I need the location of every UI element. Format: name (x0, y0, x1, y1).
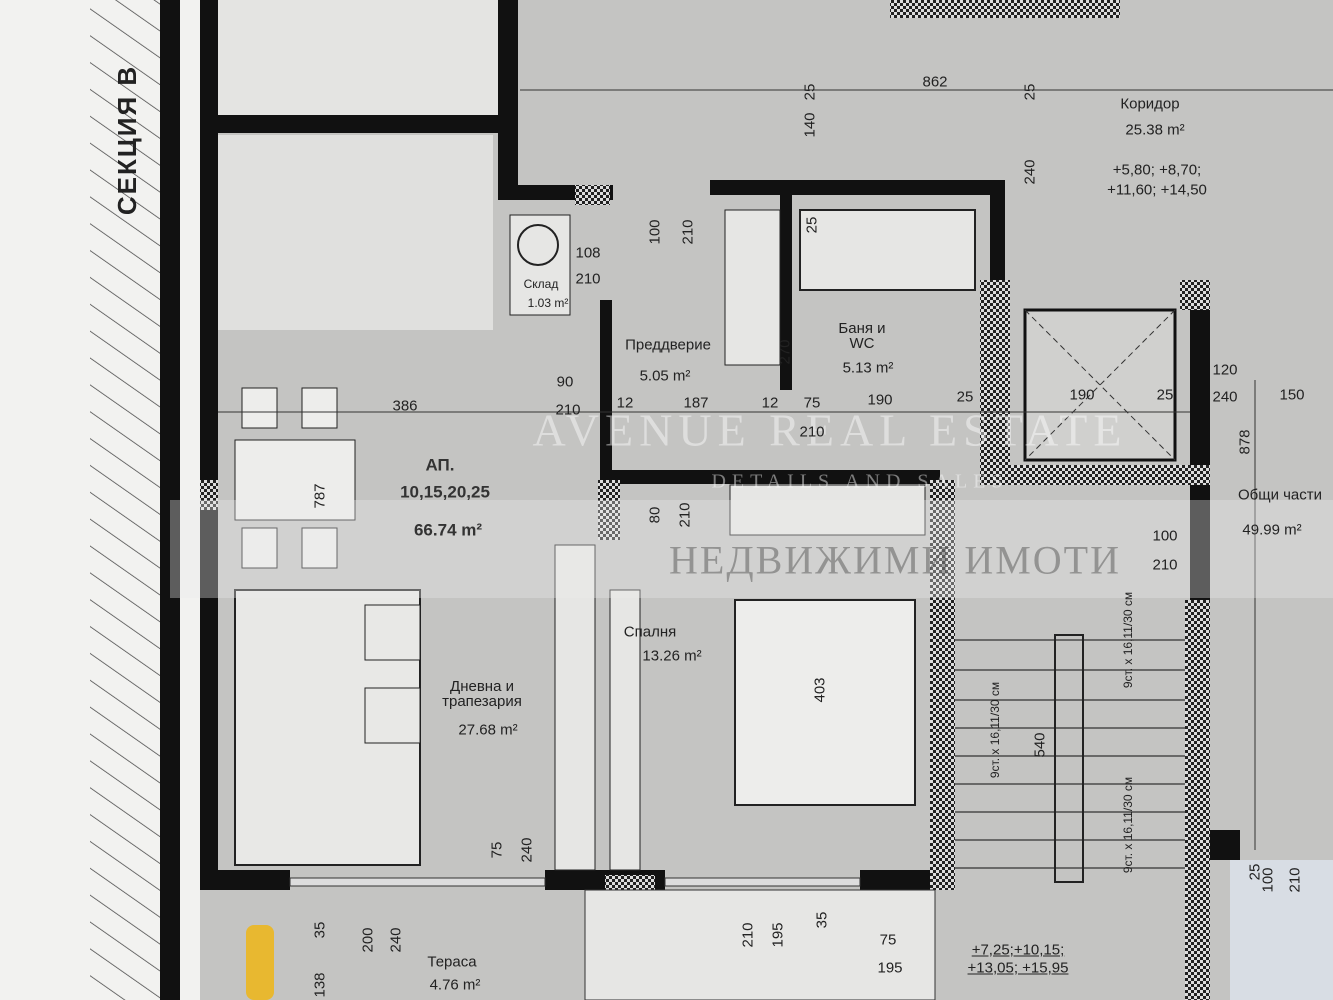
stair-levels-1: +7,25;+10,15; (971, 941, 1065, 959)
dim-195: 195 (877, 959, 903, 977)
washing-machine (517, 224, 559, 266)
dim-35: 35 (311, 921, 329, 939)
room-area-corridor: 25.38 m² (1125, 121, 1185, 139)
room-name-bathroom: Баня и WC (838, 320, 886, 352)
dim-187: 187 (683, 394, 709, 412)
staircase (955, 639, 1185, 869)
dim-210: 210 (799, 423, 825, 441)
dim-787: 787 (311, 483, 329, 509)
dim-25: 25 (1156, 386, 1174, 404)
room-area-terrace: 4.76 m² (429, 976, 481, 994)
dim-270: 270 (776, 339, 794, 365)
dim-200: 200 (359, 927, 377, 953)
stair-levels-2: +13,05; +15,95 (967, 959, 1069, 977)
room-name-common: Общи части (1237, 486, 1323, 504)
dim-75: 75 (879, 931, 897, 949)
watermark-band (170, 500, 1333, 598)
wardrobe-bedroom (729, 484, 926, 536)
dim-75: 75 (488, 841, 506, 859)
dim-100: 100 (1259, 867, 1277, 893)
dim-100: 100 (646, 219, 664, 245)
hatched-facade (90, 0, 160, 1000)
dim-12: 12 (761, 394, 779, 412)
apartment-label: АП. (425, 455, 455, 475)
dim-210: 210 (679, 219, 697, 245)
dim-190: 190 (1069, 386, 1095, 404)
dim-140: 140 (801, 112, 819, 138)
dim-108: 108 (575, 244, 601, 262)
dim-386: 386 (392, 397, 418, 415)
dim-210: 210 (1286, 867, 1304, 893)
room-name-corridor: Коридор (1120, 95, 1180, 113)
dim-90: 90 (556, 373, 574, 391)
dim-138: 138 (311, 972, 329, 998)
dining-table (234, 439, 356, 521)
watermark-line2: DETAILS AND SALES (711, 470, 1009, 493)
dim-210: 210 (575, 270, 601, 288)
room-name-terrace: Тераса (427, 953, 477, 971)
dim-210: 210 (555, 401, 581, 419)
dim-150: 150 (1279, 386, 1305, 404)
stair-flight-label-2: 9ст. x 16,11/30 см (1121, 591, 1135, 689)
watermark-line3: НЕДВИЖИМИ ИМОТИ (668, 537, 1122, 583)
room-area-living: 27.68 m² (458, 721, 518, 739)
dim-210: 210 (1152, 556, 1178, 574)
dim-12: 12 (616, 394, 634, 412)
bathtub (799, 209, 976, 291)
structural-walls (200, 0, 1210, 1000)
room-area-bathroom: 5.13 m² (842, 359, 894, 377)
room-area-entrance: 5.05 m² (639, 367, 691, 385)
room-area-common: 49.99 m² (1242, 521, 1302, 539)
dim-862: 862 (922, 73, 948, 91)
room-name-entrance: Преддверие (625, 336, 711, 354)
dim-25: 25 (803, 216, 821, 234)
dim-25: 25 (1021, 83, 1039, 101)
corridor-levels-1: +5,80; +8,70; (1112, 161, 1202, 179)
stair-flight-label-1: 9ст. x 16,11/30 см (988, 681, 1002, 779)
room-area-bedroom: 13.26 m² (642, 647, 702, 665)
dim-100: 100 (1152, 527, 1178, 545)
stair-length: 540 (1031, 732, 1049, 758)
watermark-line1: AVENUE REAL ESTATE (532, 404, 1128, 456)
room-name-storage: Склад (523, 277, 559, 291)
dim-403: 403 (811, 677, 829, 703)
dim-80: 80 (646, 506, 664, 524)
terrace-chair (246, 925, 274, 1000)
bed (734, 599, 916, 806)
facade-wall (160, 0, 180, 1000)
dim-210: 210 (676, 502, 694, 528)
dim-195: 195 (769, 922, 787, 948)
dim-25: 25 (956, 388, 974, 406)
dim-240: 240 (1212, 388, 1238, 406)
room-name-bedroom: Спалня (623, 623, 677, 641)
dim-240: 240 (1021, 159, 1039, 185)
corridor-levels-2: +11,60; +14,50 (1107, 181, 1207, 199)
dim-190: 190 (867, 391, 893, 409)
dim-75: 75 (803, 394, 821, 412)
apartment-numbers: 10,15,20,25 (400, 482, 490, 502)
dim-25: 25 (801, 83, 819, 101)
dim-878: 878 (1236, 429, 1254, 455)
dim-35: 35 (813, 911, 831, 929)
stair-flight-label-3: 9ст. x 16,11/30 см (1121, 776, 1135, 874)
apartment-area: 66.74 m² (413, 520, 483, 540)
section-label: СЕКЦИЯ В (112, 64, 142, 216)
room-area-storage: 1.03 m² (527, 296, 569, 310)
dim-240: 240 (387, 927, 405, 953)
wardrobe (724, 209, 781, 366)
dim-210: 210 (739, 922, 757, 948)
room-name-living: Дневна и трапезария (442, 678, 522, 710)
dim-120: 120 (1212, 361, 1238, 379)
dim-240: 240 (518, 837, 536, 863)
